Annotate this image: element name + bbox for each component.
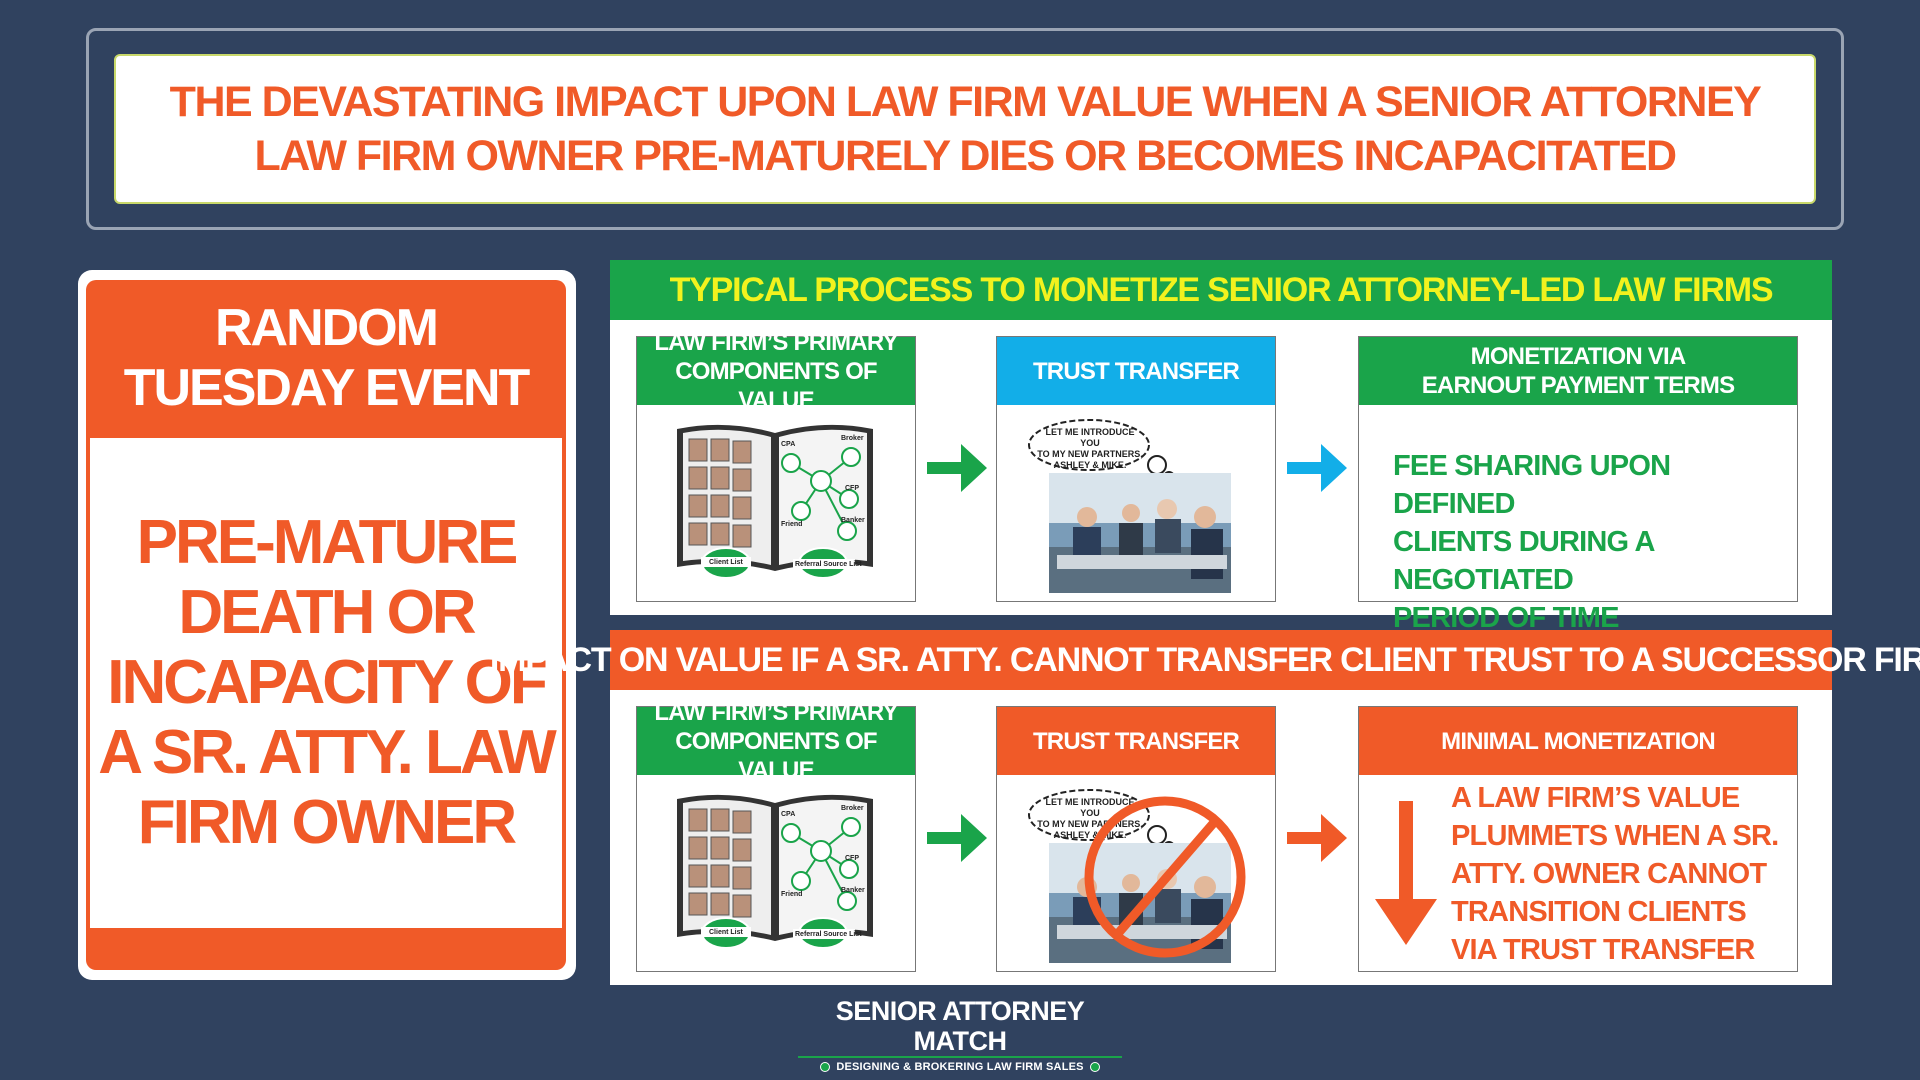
components-of-value-box: LAW FIRM’S PRIMARY COMPONENTS OF VALUE — [636, 699, 916, 972]
senior-attorney-match-logo: SENIOR ATTORNEY MATCH DESIGNING & BROKER… — [798, 996, 1122, 1073]
event-sign-body: PRE-MATURE DEATH OR INCAPACITY OF A SR. … — [90, 508, 562, 858]
referral-list-label: Referral Source List — [795, 931, 862, 938]
client-list-label: Client List — [709, 559, 743, 566]
header-frame — [86, 28, 1844, 230]
value-plummets-line: TRANSITION CLIENTS — [1451, 896, 1747, 928]
speech-bubble-text: LET ME INTRODUCE YOU TO MY NEW PARTNERS,… — [1035, 797, 1145, 841]
impact-title: IMPACT ON VALUE IF A SR. ATTY. CANNOT TR… — [490, 630, 1920, 690]
event-sign-body-line: FIRM OWNER — [137, 788, 517, 857]
client-book-icon — [677, 794, 873, 949]
value-plummets-text: A LAW FIRM’S VALUE PLUMMETS WHEN A SR. A… — [1451, 779, 1791, 969]
arrow-right-icon — [1287, 814, 1347, 862]
monetization-header-line-2: EARNOUT PAYMENT TERMS — [1421, 372, 1735, 399]
components-header-line-1: LAW FIRM’S PRIMARY — [654, 328, 898, 356]
logo-tagline-row: DESIGNING & BROKERING LAW FIRM SALES — [798, 1061, 1122, 1073]
event-sign-body-line: A SR. ATTY. LAW — [98, 718, 557, 787]
components-header-line-1: LAW FIRM’S PRIMARY — [654, 698, 898, 726]
cpa-label: CPA — [781, 811, 796, 818]
value-plummets-line: A LAW FIRM’S VALUE — [1451, 782, 1740, 814]
impact-panel: IMPACT ON VALUE IF A SR. ATTY. CANNOT TR… — [490, 630, 1920, 985]
minimal-monetization-header: MINIMAL MONETIZATION — [1359, 707, 1797, 775]
header-title-line-2: LAW FIRM OWNER PRE-MATURELY DIES OR BECO… — [254, 132, 1677, 180]
bubble-line: TO MY NEW PARTNERS, — [1037, 819, 1143, 829]
friend-label: Friend — [781, 521, 803, 528]
trust-transfer-header: TRUST TRANSFER — [997, 707, 1275, 775]
meeting-illustration: LET ME INTRODUCE YOU TO MY NEW PARTNERS,… — [1027, 417, 1257, 598]
event-sign-heading-line-1: RANDOM — [215, 299, 439, 357]
value-plummets-line: PLUMMETS WHEN A SR. — [1451, 820, 1779, 852]
client-book-icon — [677, 424, 873, 579]
client-book-illustration: CPA Broker CFP Friend Banker Client List… — [671, 421, 881, 586]
trust-transfer-box: TRUST TRANSFER LET ME INTRODUCE YOU TO M… — [996, 706, 1276, 972]
client-list-label: Client List — [709, 929, 743, 936]
monetization-header: MONETIZATION VIA EARNOUT PAYMENT TERMS — [1359, 337, 1797, 405]
speech-bubble-text: LET ME INTRODUCE YOU TO MY NEW PARTNERS,… — [1035, 427, 1145, 471]
bubble-line: LET ME INTRODUCE YOU — [1045, 797, 1135, 818]
event-sign-body-line: DEATH OR — [178, 578, 476, 647]
bubble-line: ASHLEY & MIKE. — [1053, 460, 1127, 470]
monetization-header-line-1: MONETIZATION VIA — [1470, 343, 1687, 370]
trust-transfer-header: TRUST TRANSFER — [997, 337, 1275, 405]
event-sign-heading: RANDOM TUESDAY EVENT — [86, 298, 566, 418]
fee-sharing-line: FEE SHARING UPON DEFINED — [1393, 450, 1671, 520]
cfp-label: CFP — [845, 855, 859, 862]
components-header-line-2: COMPONENTS OF VALUE — [675, 357, 877, 414]
fee-sharing-line: CLIENTS DURING A NEGOTIATED — [1393, 526, 1654, 596]
event-sign-body-line: INCAPACITY OF — [107, 648, 548, 717]
bubble-line: LET ME INTRODUCE YOU — [1045, 427, 1135, 448]
prohibited-icon — [1084, 796, 1246, 958]
logo-dot-icon — [1089, 1062, 1100, 1072]
event-sign: RANDOM TUESDAY EVENT PRE-MATURE DEATH OR… — [86, 280, 566, 970]
meeting-illustration: LET ME INTRODUCE YOU TO MY NEW PARTNERS,… — [1027, 787, 1257, 968]
value-plummets-line: VIA TRUST TRANSFER — [1451, 934, 1755, 966]
broker-label: Broker — [841, 435, 864, 442]
value-plummets-line: ATTY. OWNER CANNOT — [1451, 858, 1767, 890]
components-of-value-box: LAW FIRM’S PRIMARY COMPONENTS OF VALUE — [636, 329, 916, 602]
trust-transfer-box: TRUST TRANSFER LET ME INTRODUCE YOU TO M… — [996, 336, 1276, 602]
friend-label: Friend — [781, 891, 803, 898]
header-title-box: THE DEVASTATING IMPACT UPON LAW FIRM VAL… — [114, 54, 1816, 204]
typical-process-panel: TYPICAL PROCESS TO MONETIZE SENIOR ATTOR… — [610, 260, 1832, 634]
banker-label: Banker — [841, 887, 865, 894]
minimal-monetization-box: MINIMAL MONETIZATION A LAW FIRM’S VALUE … — [1358, 706, 1798, 972]
cpa-label: CPA — [781, 441, 796, 448]
bubble-line: TO MY NEW PARTNERS, — [1037, 449, 1143, 459]
monetization-box: MONETIZATION VIA EARNOUT PAYMENT TERMS F… — [1358, 336, 1798, 634]
logo-name: SENIOR ATTORNEY MATCH — [798, 996, 1122, 1058]
components-of-value-header: LAW FIRM’S PRIMARY COMPONENTS OF VALUE — [637, 329, 915, 414]
broker-label: Broker — [841, 805, 864, 812]
meeting-photo-icon — [1028, 419, 1231, 593]
components-of-value-header: LAW FIRM’S PRIMARY COMPONENTS OF VALUE — [637, 699, 915, 784]
event-sign-body-line: PRE-MATURE — [136, 508, 519, 577]
typical-process-title: TYPICAL PROCESS TO MONETIZE SENIOR ATTOR… — [610, 260, 1832, 320]
arrow-right-icon — [927, 444, 987, 492]
event-sign-heading-line-2: TUESDAY EVENT — [123, 359, 531, 417]
logo-tagline: DESIGNING & BROKERING LAW FIRM SALES — [836, 1061, 1084, 1073]
bubble-line: ASHLEY & MIKE. — [1053, 830, 1127, 840]
arrow-right-icon — [927, 814, 987, 862]
banker-label: Banker — [841, 517, 865, 524]
arrow-down-icon — [1375, 801, 1437, 945]
event-sign-panel: PRE-MATURE DEATH OR INCAPACITY OF A SR. … — [90, 438, 562, 928]
referral-list-label: Referral Source List — [795, 561, 862, 568]
logo-dot-icon — [820, 1062, 831, 1072]
cfp-label: CFP — [845, 485, 859, 492]
fee-sharing-text: FEE SHARING UPON DEFINED CLIENTS DURING … — [1393, 447, 1793, 637]
components-header-line-2: COMPONENTS OF VALUE — [675, 727, 877, 784]
fee-sharing-line: PERIOD OF TIME — [1393, 602, 1619, 634]
client-book-illustration: CPA Broker CFP Friend Banker Client List… — [671, 791, 881, 956]
arrow-right-icon — [1287, 444, 1347, 492]
header-title-line-1: THE DEVASTATING IMPACT UPON LAW FIRM VAL… — [169, 78, 1762, 126]
